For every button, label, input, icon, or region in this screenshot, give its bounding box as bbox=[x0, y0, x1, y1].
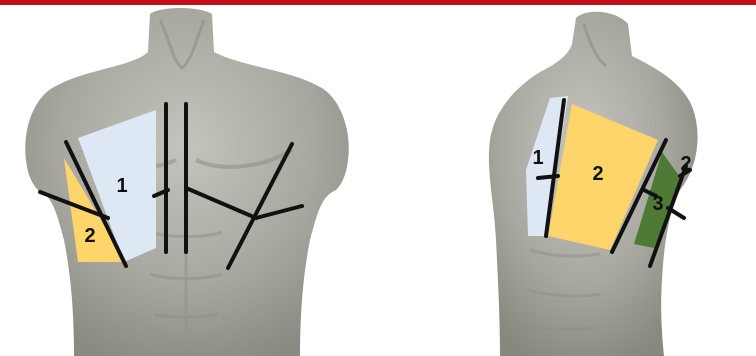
front-torso-figure: 1 2 bbox=[0, 0, 380, 356]
front-label-1: 1 bbox=[116, 175, 127, 197]
side-label-1: 1 bbox=[532, 147, 543, 169]
front-label-2: 2 bbox=[84, 225, 95, 247]
side-label-2: 2 bbox=[592, 163, 603, 185]
side-label-2-outer: 2 bbox=[680, 153, 691, 175]
side-label-3: 3 bbox=[652, 193, 663, 215]
side-torso-figure: 1 2 2 3 bbox=[380, 0, 756, 356]
